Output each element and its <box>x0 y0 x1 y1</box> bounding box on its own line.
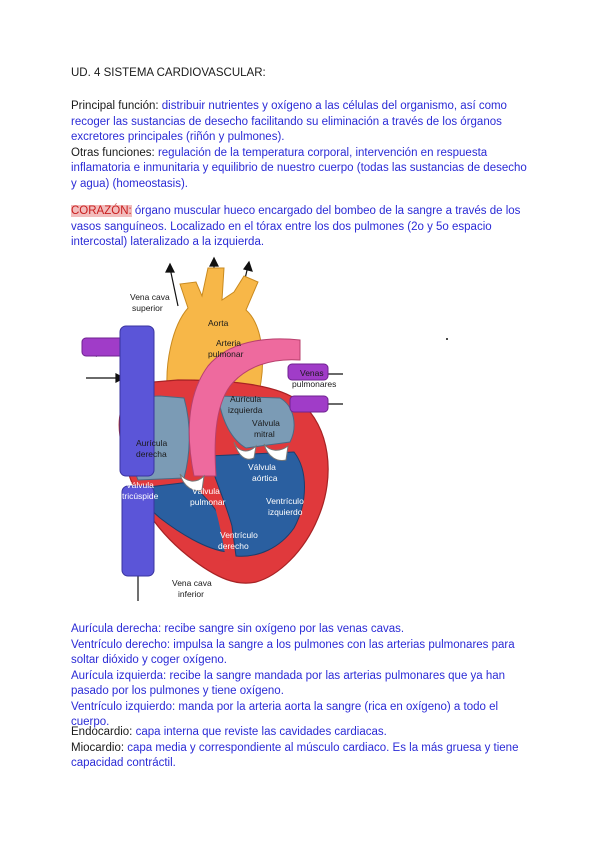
chamber-name: Ventrículo derecho: <box>71 638 171 651</box>
label-vena-cava-superior-1: Vena cava <box>130 292 170 302</box>
layers-section: Endocardio: capa interna que reviste las… <box>71 725 531 772</box>
left-ventricle-shape <box>207 451 305 557</box>
layer-myocardium: Miocardio: capa media y correspondiente … <box>71 741 531 772</box>
stray-dot <box>446 338 448 340</box>
label-valvula-tric-1: Válvula <box>126 480 154 490</box>
label-valvula-aortica-2: aórtica <box>252 473 278 483</box>
chamber-right-ventricle: Ventrículo derecho: impulsa la sangre a … <box>71 638 531 669</box>
label-auricula-der-2: derecha <box>136 449 167 459</box>
other-functions-text: regulación de la temperatura corporal, i… <box>71 146 527 190</box>
document-title: UD. 4 SISTEMA CARDIOVASCULAR: <box>71 67 266 79</box>
layer-text: capa interna que reviste las cavidades c… <box>135 726 387 738</box>
label-valvula-mitral-2: mitral <box>254 429 275 439</box>
chamber-text: recibe la sangre mandada por las arteria… <box>71 669 506 698</box>
main-function-label: Principal función: <box>71 100 159 112</box>
heart-valves <box>179 441 289 491</box>
left-atrium-shape <box>217 395 295 449</box>
chambers-section: Aurícula derecha: recibe sangre sin oxíg… <box>71 622 531 731</box>
heart-paragraph: CORAZÓN: órgano muscular hueco encargado… <box>71 204 531 251</box>
label-arteria-1: Arteria <box>216 338 241 348</box>
label-valvula-aortica-1: Válvula <box>248 462 276 472</box>
pulmonary-veins-left <box>81 337 127 357</box>
other-functions-label: Otras funciones: <box>71 146 155 159</box>
chamber-left-atrium: Aurícula izquierda: recibe la sangre man… <box>71 669 531 700</box>
main-function-text: distribuir nutrientes y oxígeno a las cé… <box>71 100 507 143</box>
label-valvula-mitral-1: Válvula <box>252 418 280 428</box>
label-ventriculo-izq-2: izquierdo <box>268 507 303 517</box>
layer-endocardium: Endocardio: capa interna que reviste las… <box>71 725 531 741</box>
pulmonary-artery-shape <box>188 338 301 477</box>
pulmonary-veins-lower <box>289 395 329 413</box>
heart-label: CORAZÓN: <box>71 205 132 217</box>
label-venas-2: pulmonares <box>292 379 336 389</box>
layer-name: Miocardio: <box>71 741 125 754</box>
chamber-text: manda por la arteria aorta la sangre (ri… <box>71 700 499 729</box>
other-functions-paragraph: Otras funciones: regulación de la temper… <box>71 146 531 193</box>
label-vena-cava-inferior-2: inferior <box>178 589 204 599</box>
layer-name: Endocardio: <box>71 726 133 738</box>
chamber-text: recibe sangre sin oxígeno por las venas … <box>164 623 405 635</box>
chamber-text: impulsa la sangre a los pulmones con las… <box>71 638 515 667</box>
layer-text: capa media y correspondiente al músculo … <box>71 741 519 770</box>
label-valvula-pulm-2: pulmonar <box>190 497 226 507</box>
vena-cava-inferior <box>121 485 155 577</box>
label-arteria-2: pulmonar <box>208 349 244 359</box>
label-valvula-tric-2: tricúspide <box>122 491 159 501</box>
label-ventriculo-der-1: Ventrículo <box>220 530 258 540</box>
label-venas-1: Venas <box>300 368 324 378</box>
heart-section: CORAZÓN: órgano muscular hueco encargado… <box>71 204 531 251</box>
label-auricula-izq-2: izquierda <box>228 405 263 415</box>
label-vena-cava-superior-2: superior <box>132 303 163 313</box>
chamber-name: Aurícula izquierda: <box>71 669 167 682</box>
chamber-name: Ventrículo izquierdo: <box>71 700 176 713</box>
pulmonary-veins-upper <box>287 363 329 381</box>
label-ventriculo-der-2: derecho <box>218 541 249 551</box>
label-vena-cava-inferior-1: Vena cava <box>172 578 212 588</box>
label-aorta: Aorta <box>208 318 229 328</box>
heart-text: órgano muscular hueco encargado del bomb… <box>71 205 521 248</box>
chamber-right-atrium: Aurícula derecha: recibe sangre sin oxíg… <box>71 622 531 638</box>
main-function-paragraph: Principal función: distribuir nutrientes… <box>71 99 531 146</box>
label-auricula-der-1: Aurícula <box>136 438 167 448</box>
label-valvula-pulm-1: Válvula <box>192 486 220 496</box>
intro-section: Principal función: distribuir nutrientes… <box>71 99 531 192</box>
label-ventriculo-izq-1: Ventrículo <box>266 496 304 506</box>
label-auricula-izq-1: Aurícula <box>230 394 261 404</box>
chamber-name: Aurícula derecha: <box>71 623 162 635</box>
chamber-left-ventricle: Ventrículo izquierdo: manda por la arter… <box>71 700 531 731</box>
vena-cava-superior <box>119 325 155 477</box>
heart-diagram: Vena cava superior Aorta Arteria pulmona… <box>81 256 343 601</box>
